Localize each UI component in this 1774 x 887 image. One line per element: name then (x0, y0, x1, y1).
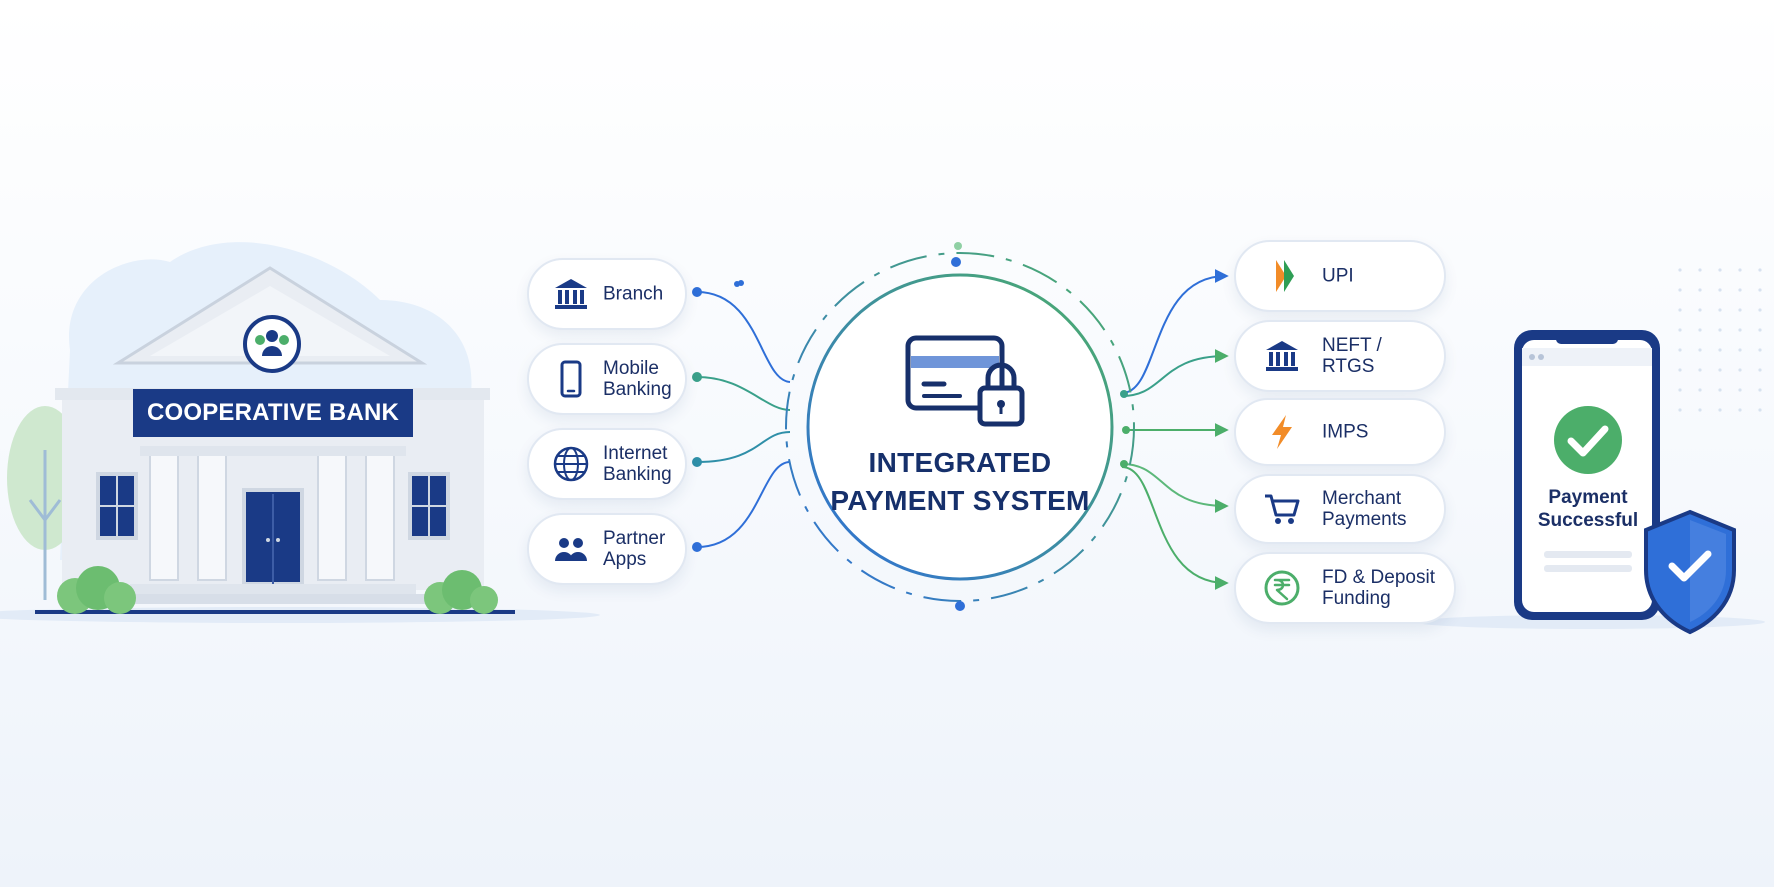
method-imps[interactable]: IMPS (1234, 398, 1446, 466)
method-label: FD & Deposit Funding (1322, 567, 1435, 609)
bank-sign: COOPERATIVE BANK (133, 389, 413, 437)
method-label: IMPS (1322, 421, 1369, 443)
method-fd-deposit-funding[interactable]: FD & Deposit Funding (1234, 552, 1456, 624)
card-lock-icon (905, 335, 1025, 427)
hub-ring (785, 242, 1135, 611)
globe-icon (553, 446, 589, 482)
bank-icon (555, 279, 587, 309)
connector-fd (1121, 466, 1229, 590)
connector-mobile (696, 376, 791, 411)
channel-internet-banking[interactable]: Internet Banking (527, 428, 687, 500)
channel-label: Partner Apps (603, 528, 666, 570)
connector-upi (1121, 269, 1229, 394)
hub-title: INTEGRATED PAYMENT SYSTEM (830, 447, 1090, 516)
method-neft-rtgs[interactable]: NEFT / RTGS (1234, 320, 1446, 392)
shield-check-icon (1644, 509, 1736, 635)
mobile-phone-icon (560, 360, 582, 398)
bank-icon (1266, 341, 1298, 371)
method-label: NEFT / RTGS (1322, 335, 1382, 377)
shopping-cart-icon (1265, 494, 1300, 524)
dot-grid (1678, 268, 1762, 412)
people-icon (555, 538, 587, 561)
method-merchant-payments[interactable]: Merchant Payments (1234, 474, 1446, 544)
channel-partner-apps[interactable]: Partner Apps (527, 513, 687, 585)
check-circle-icon (1554, 406, 1622, 474)
channel-mobile-banking[interactable]: Mobile Banking (527, 343, 687, 415)
connector-partner (696, 461, 791, 548)
channel-label: Internet Banking (603, 443, 672, 485)
payment-successful-text: Payment Successful (1537, 487, 1639, 531)
method-upi[interactable]: UPI (1234, 240, 1446, 312)
method-label: Merchant Payments (1322, 488, 1407, 530)
upi-logo-icon (1276, 260, 1294, 292)
connector-internet (696, 431, 791, 463)
rupee-coin-icon (1264, 570, 1300, 606)
lightning-icon (1272, 415, 1292, 449)
channel-label: Mobile Banking (603, 358, 672, 400)
channel-label: Branch (603, 283, 664, 305)
method-label: UPI (1322, 265, 1354, 287)
channel-branch[interactable]: Branch (527, 258, 687, 330)
connector-neft (1121, 349, 1229, 397)
connector-branch (696, 291, 791, 383)
connector-merchant (1121, 463, 1229, 513)
smartphone (1415, 330, 1765, 635)
